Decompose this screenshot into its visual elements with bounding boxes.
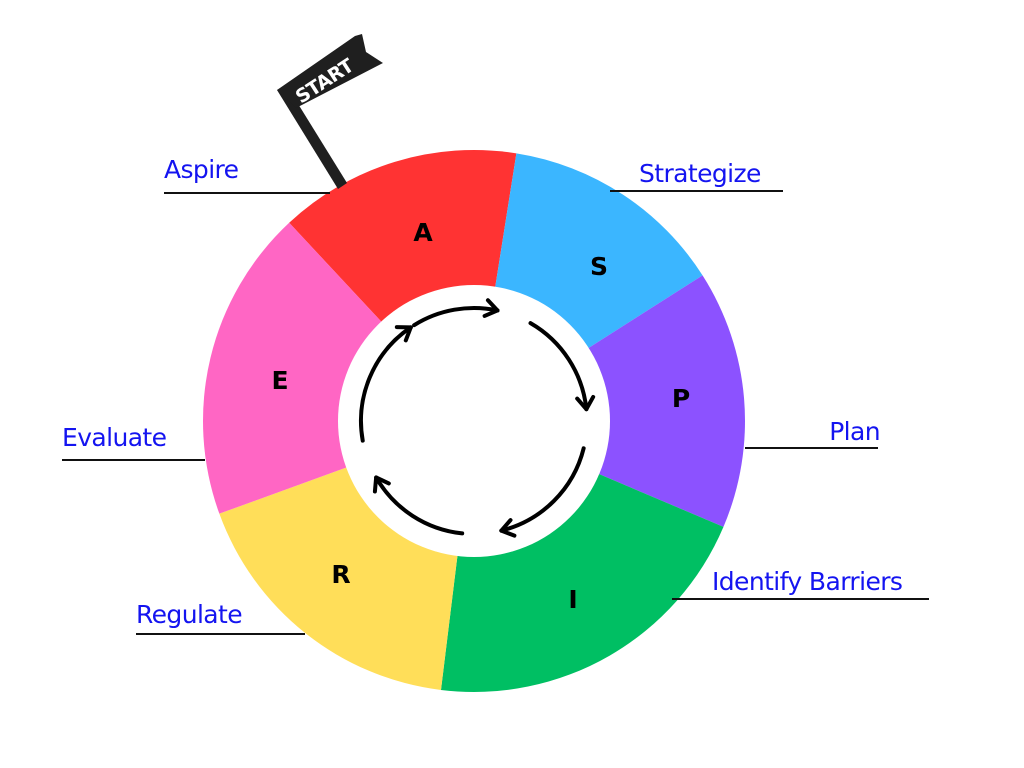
stage-label-evaluate: Evaluate [62, 423, 167, 452]
flag-banner [277, 34, 383, 108]
start-flag-icon: START [277, 34, 383, 189]
segment-letter-s: S [590, 252, 608, 281]
flag-pole [277, 86, 347, 189]
stage-label-regulate: Regulate [136, 600, 242, 629]
stage-label-identify-barriers: Identify Barriers [712, 567, 902, 596]
segment-letter-p: P [672, 384, 690, 413]
cycle-arrow-arc [528, 321, 589, 412]
cycle-arrow-arc [499, 446, 586, 533]
arrowhead-icon [575, 394, 596, 412]
stage-label-aspire: Aspire [164, 155, 239, 184]
cycle-arrows-icon [359, 298, 596, 538]
cycle-arrow-arc [374, 475, 465, 536]
inner-white-circle [338, 285, 610, 557]
segment-letters: A S P I R E [271, 218, 690, 614]
cycle-arrow-arc [359, 325, 413, 443]
segment-plan [474, 275, 745, 527]
cycle-arrow-arc [412, 306, 500, 328]
arrowhead-icon [394, 325, 413, 343]
stage-label-plan: Plan [829, 417, 880, 446]
arrowhead-icon [372, 475, 391, 494]
arrowhead-icon [482, 298, 500, 318]
segment-letter-r: R [331, 560, 350, 589]
stage-label-strategize: Strategize [639, 159, 761, 188]
segment-letter-i: I [568, 585, 577, 614]
segment-letter-e: E [271, 366, 288, 395]
arrowhead-icon [499, 518, 517, 538]
segment-letter-a: A [413, 218, 433, 247]
